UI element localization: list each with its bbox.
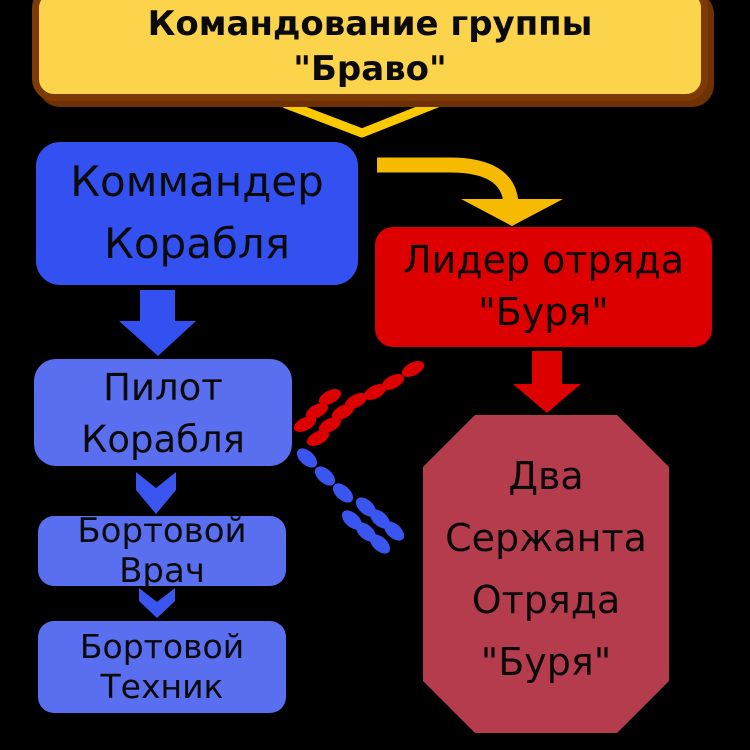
blue-block-arrow [119,290,196,356]
yellow-chevron-arrow [281,97,445,138]
node-label-line: Командование группы [147,4,593,44]
node-label-line: Отряда [471,578,621,622]
node-label-line: Коммандер [70,157,324,206]
chevron-arrow-pilot-doctor [136,472,176,514]
node-label-line: Корабля [104,219,290,268]
node-ship-technician: Бортовой Техник [38,621,286,713]
yellow-curved-arrow [377,157,563,226]
node-label-line: "Буря" [478,290,609,334]
node-two-sergeants-burya: Два Сержанта Отряда "Буря" [423,415,669,733]
node-label-line: "Буря" [480,640,612,684]
node-label-line: Два [508,454,584,498]
node-ship-doctor: Бортовой Врач [38,511,286,591]
node-ship-pilot: Пилот Корабля [34,359,292,466]
node-squad-leader-burya: Лидер отряда "Буря" [375,227,712,347]
dashed-arrow-blue [296,448,405,554]
chevron-arrow-doctor-technician [139,588,175,618]
red-block-arrow [513,351,581,413]
node-label-line: Пилот [103,366,223,409]
node-label-line: Сержанта [445,516,647,560]
node-label-line: Лидер отряда [402,238,685,282]
node-label-line: Корабля [81,418,245,461]
node-label-line: "Браво" [293,49,447,89]
dashed-arrow-red [293,361,425,446]
node-label-line: Бортовой [79,627,245,666]
node-label-line: Техник [100,667,224,706]
node-command-group-bravo: Командование группы "Браво" [32,0,708,101]
node-label-line: Бортовой Врач [77,511,247,591]
node-ship-commander: Коммандер Корабля [36,142,358,285]
